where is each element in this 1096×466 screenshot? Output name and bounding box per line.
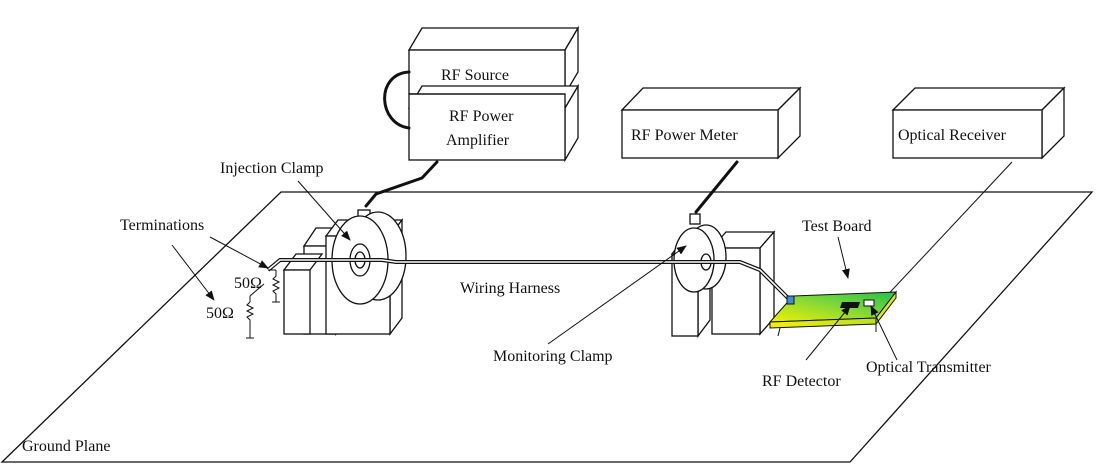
wiring-harness [266,258,790,300]
rf-detector-label: RF Detector [762,373,841,390]
rf-power-meter-box [620,86,802,160]
terminations-label: Terminations [120,217,204,234]
test-board-label: Test Board [802,218,872,235]
monitoring-clamp-label: Monitoring Clamp [493,348,613,365]
injection-clamp-ring [331,209,407,305]
rf-power-amplifier-box [407,83,580,163]
wiring-harness-label: Wiring Harness [460,280,560,297]
optical-transmitter-label: Optical Transmitter [866,359,992,376]
optical-fiber-line [879,161,1013,304]
optical-receiver-box [891,86,1066,160]
test-board [768,290,898,337]
rf-source-box [407,25,580,97]
rf-source-label: RF Source [441,67,509,84]
source-amp-loop-cable [383,70,411,130]
rf-power-amplifier-label-line1: RF Power [449,108,514,125]
injection-clamp-label: Injection Clamp [220,160,324,177]
termination-50-ohm-lower-label: 50Ω [206,305,234,322]
amp-to-injection-cable [364,160,439,208]
termination-50-ohm-upper-label: 50Ω [234,275,262,292]
monitoring-clamp-ring [673,213,727,293]
rf-power-amplifier-label-line2: Amplifier [446,132,510,149]
optical-receiver-label: Optical Receiver [898,127,1007,144]
termination-resistors [245,269,281,339]
meter-to-monitor-cable [694,160,739,214]
ground-plane [0,191,1094,463]
label-leaders [171,180,898,361]
rf-power-meter-label: RF Power Meter [631,127,738,144]
ground-plane-label: Ground Plane [22,438,110,455]
